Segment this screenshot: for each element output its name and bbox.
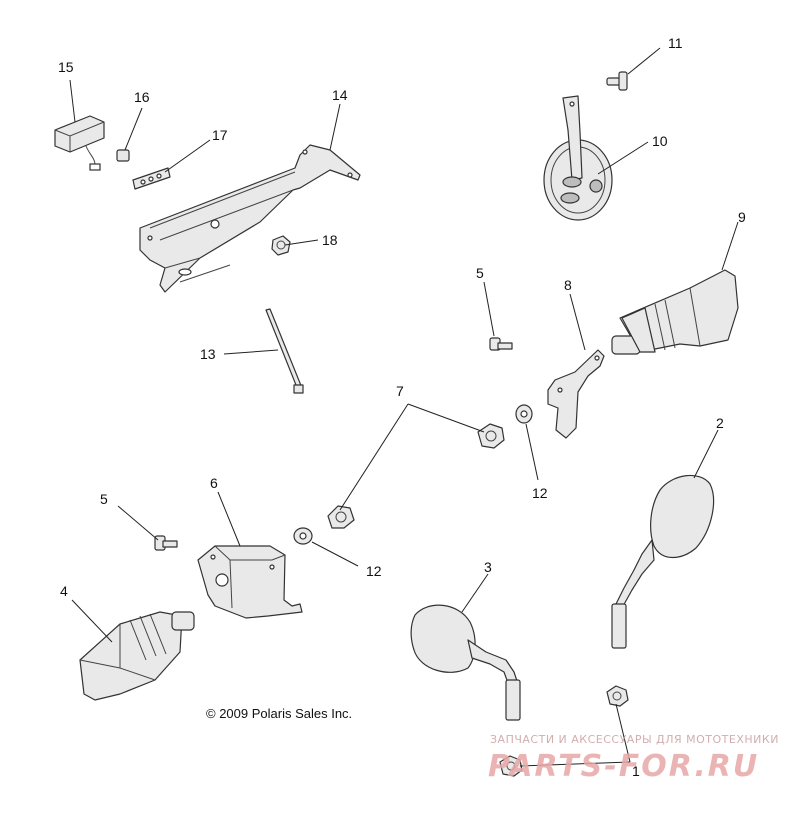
part-7-nut-lower: [327, 505, 355, 529]
part-13-cable-tie: [265, 308, 304, 394]
callout-18: 18: [322, 232, 338, 248]
watermark: ЗАПЧАСТИ И АКСЕССУАРЫ ДЛЯ МОТОТЕХНИКИ PA…: [488, 733, 779, 784]
callout-1: 1: [632, 763, 640, 779]
callout-17: 17: [212, 127, 228, 143]
callout-14: 14: [332, 87, 348, 103]
callout-5-right: 5: [476, 265, 484, 281]
part-9-turn-signal: [611, 269, 739, 355]
watermark-tagline: ЗАПЧАСТИ И АКСЕССУАРЫ ДЛЯ МОТОТЕХНИКИ: [490, 733, 779, 746]
callout-6: 6: [210, 475, 218, 491]
part-8-bracket: [547, 349, 605, 439]
callout-9: 9: [738, 209, 746, 225]
part-12-washer-lower: [293, 527, 313, 545]
callout-13: 13: [200, 346, 216, 362]
part-18-nut: [271, 235, 291, 256]
callout-7: 7: [396, 383, 404, 399]
copyright-notice: © 2009 Polaris Sales Inc.: [206, 706, 352, 721]
callout-10: 10: [652, 133, 668, 149]
callout-12-upper: 12: [532, 485, 548, 501]
part-2-mirror: [611, 474, 715, 649]
part-3-mirror: [410, 604, 521, 721]
callout-labels: 15 16 17 14 18 13 11 10 9 5 8 7 12 5 6 1…: [58, 35, 746, 779]
watermark-logo: PARTS-FOR.RU: [488, 749, 759, 784]
part-1-nut-upper: [606, 685, 629, 707]
callout-3: 3: [484, 559, 492, 575]
callout-16: 16: [134, 89, 150, 105]
part-16-nut: [116, 149, 130, 162]
callout-5-left: 5: [100, 491, 108, 507]
part-5-bolt-right: [489, 337, 513, 351]
part-14-bracket: [139, 144, 361, 293]
part-15-connector: [54, 115, 105, 171]
part-5-bolt-left: [154, 535, 178, 551]
part-10-horn: [543, 95, 613, 221]
part-11-screw: [606, 71, 628, 91]
callout-8: 8: [564, 277, 572, 293]
part-1-nut-lower: [499, 755, 523, 777]
callout-4: 4: [60, 583, 68, 599]
part-7-nut-upper: [477, 423, 505, 449]
leader-lines: [69, 47, 739, 767]
callout-15: 15: [58, 59, 74, 75]
part-4-turn-signal: [79, 611, 195, 701]
callout-2: 2: [716, 415, 724, 431]
part-6-bracket: [197, 545, 303, 619]
callout-11: 11: [668, 35, 683, 51]
part-17-plate: [132, 167, 171, 190]
callout-12-lower: 12: [366, 563, 382, 579]
part-12-washer-upper: [515, 404, 533, 424]
